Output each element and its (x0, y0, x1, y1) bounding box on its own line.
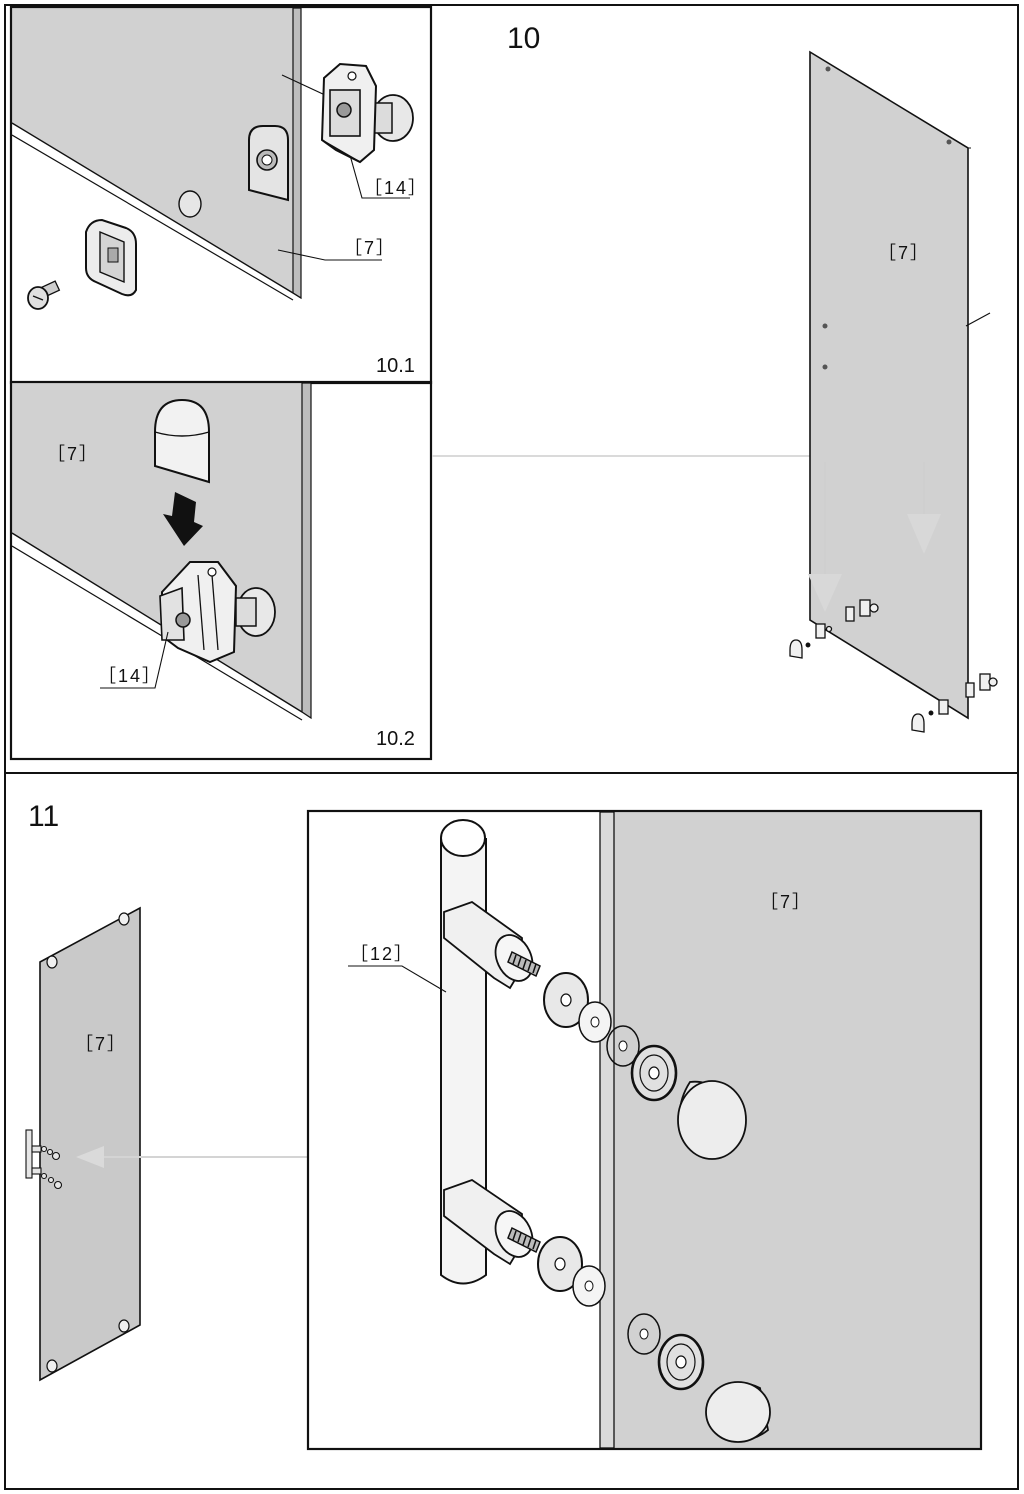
press-down-arrow-icon (163, 492, 203, 546)
step-11-number: 11 (28, 800, 59, 833)
part-label-7: ［7］ (75, 1034, 127, 1054)
handle-hardware-small (25, 1129, 63, 1190)
step-11: 11 (25, 800, 983, 1451)
step-10-overview: ［7］ (432, 50, 998, 733)
part-label-14: ［14］ (364, 178, 428, 198)
step-11-overview: ［7］ (25, 906, 374, 1382)
part-label-14: ［14］ (98, 666, 162, 686)
detail-10-2-number: 10.2 (376, 728, 415, 750)
threaded-stud-lower (507, 1226, 541, 1254)
glass-hole (178, 190, 202, 218)
cap-nut-upper (677, 1080, 747, 1160)
door-handle-12 (440, 819, 534, 1285)
roller-assembly-14 (320, 62, 414, 164)
glass-panel-edge (301, 383, 312, 720)
clip-part (85, 218, 137, 297)
detail-10-1-number: 10.1 (376, 355, 415, 377)
detail-10-2: ［7］ ［14］ 10.2 (9, 380, 433, 761)
bracket-with-hole (248, 125, 289, 202)
bottom-hardware (789, 599, 998, 733)
washers-upper (543, 972, 678, 1102)
cap-nut-lower (705, 1381, 771, 1443)
cap-cover (154, 398, 210, 484)
part-label-7: ［7］ (760, 892, 812, 912)
part-label-7: ［7］ (878, 243, 930, 263)
roller-assembly-14 (159, 561, 276, 664)
detail-10-1: ［14］ ［7］ 10.1 (9, 5, 433, 385)
step-10-number: 10 (507, 22, 540, 55)
part-label-12: ［12］ (350, 944, 414, 964)
glass-panel-7 (12, 8, 293, 293)
sheet-border (4, 4, 1019, 1490)
step-11-detail: ［7］ ［12］ (306, 809, 983, 1451)
washers-lower (537, 1236, 705, 1391)
glass-panel-7 (809, 50, 969, 720)
step-11-detail-frame (306, 809, 983, 1451)
step-10: 10 (9, 5, 998, 761)
screw (27, 280, 61, 310)
part-label-7: ［7］ (344, 238, 396, 258)
pointer-arrow-icon (76, 1146, 104, 1168)
threaded-stud-upper (507, 950, 541, 978)
detail-10-2-frame (9, 380, 433, 761)
glass-panel-edge (599, 812, 615, 1448)
part-label-7: ［7］ (47, 444, 99, 464)
glass-panel-7 (39, 906, 141, 1382)
